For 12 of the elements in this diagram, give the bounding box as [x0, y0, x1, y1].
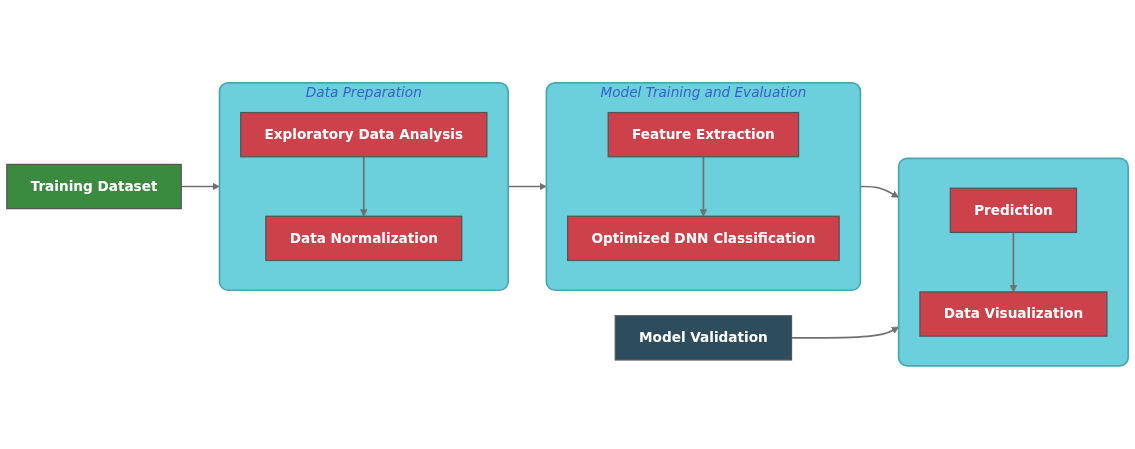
arrow	[360, 156, 368, 217]
node-box: Prediction	[949, 187, 1078, 234]
arrow	[699, 156, 708, 217]
node-box: Exploratory Data Analysis	[240, 112, 488, 158]
node-box: Data Normalization	[265, 215, 463, 262]
node-box: Data Visualization	[919, 291, 1108, 337]
node-box: Model Validation	[614, 315, 793, 361]
node-box: Optimized DNN Classification	[567, 215, 840, 262]
node-box: Feature Extraction	[607, 112, 800, 158]
arrow	[1009, 231, 1018, 293]
cluster	[897, 157, 1130, 367]
node-box: Training Dataset	[6, 163, 182, 210]
